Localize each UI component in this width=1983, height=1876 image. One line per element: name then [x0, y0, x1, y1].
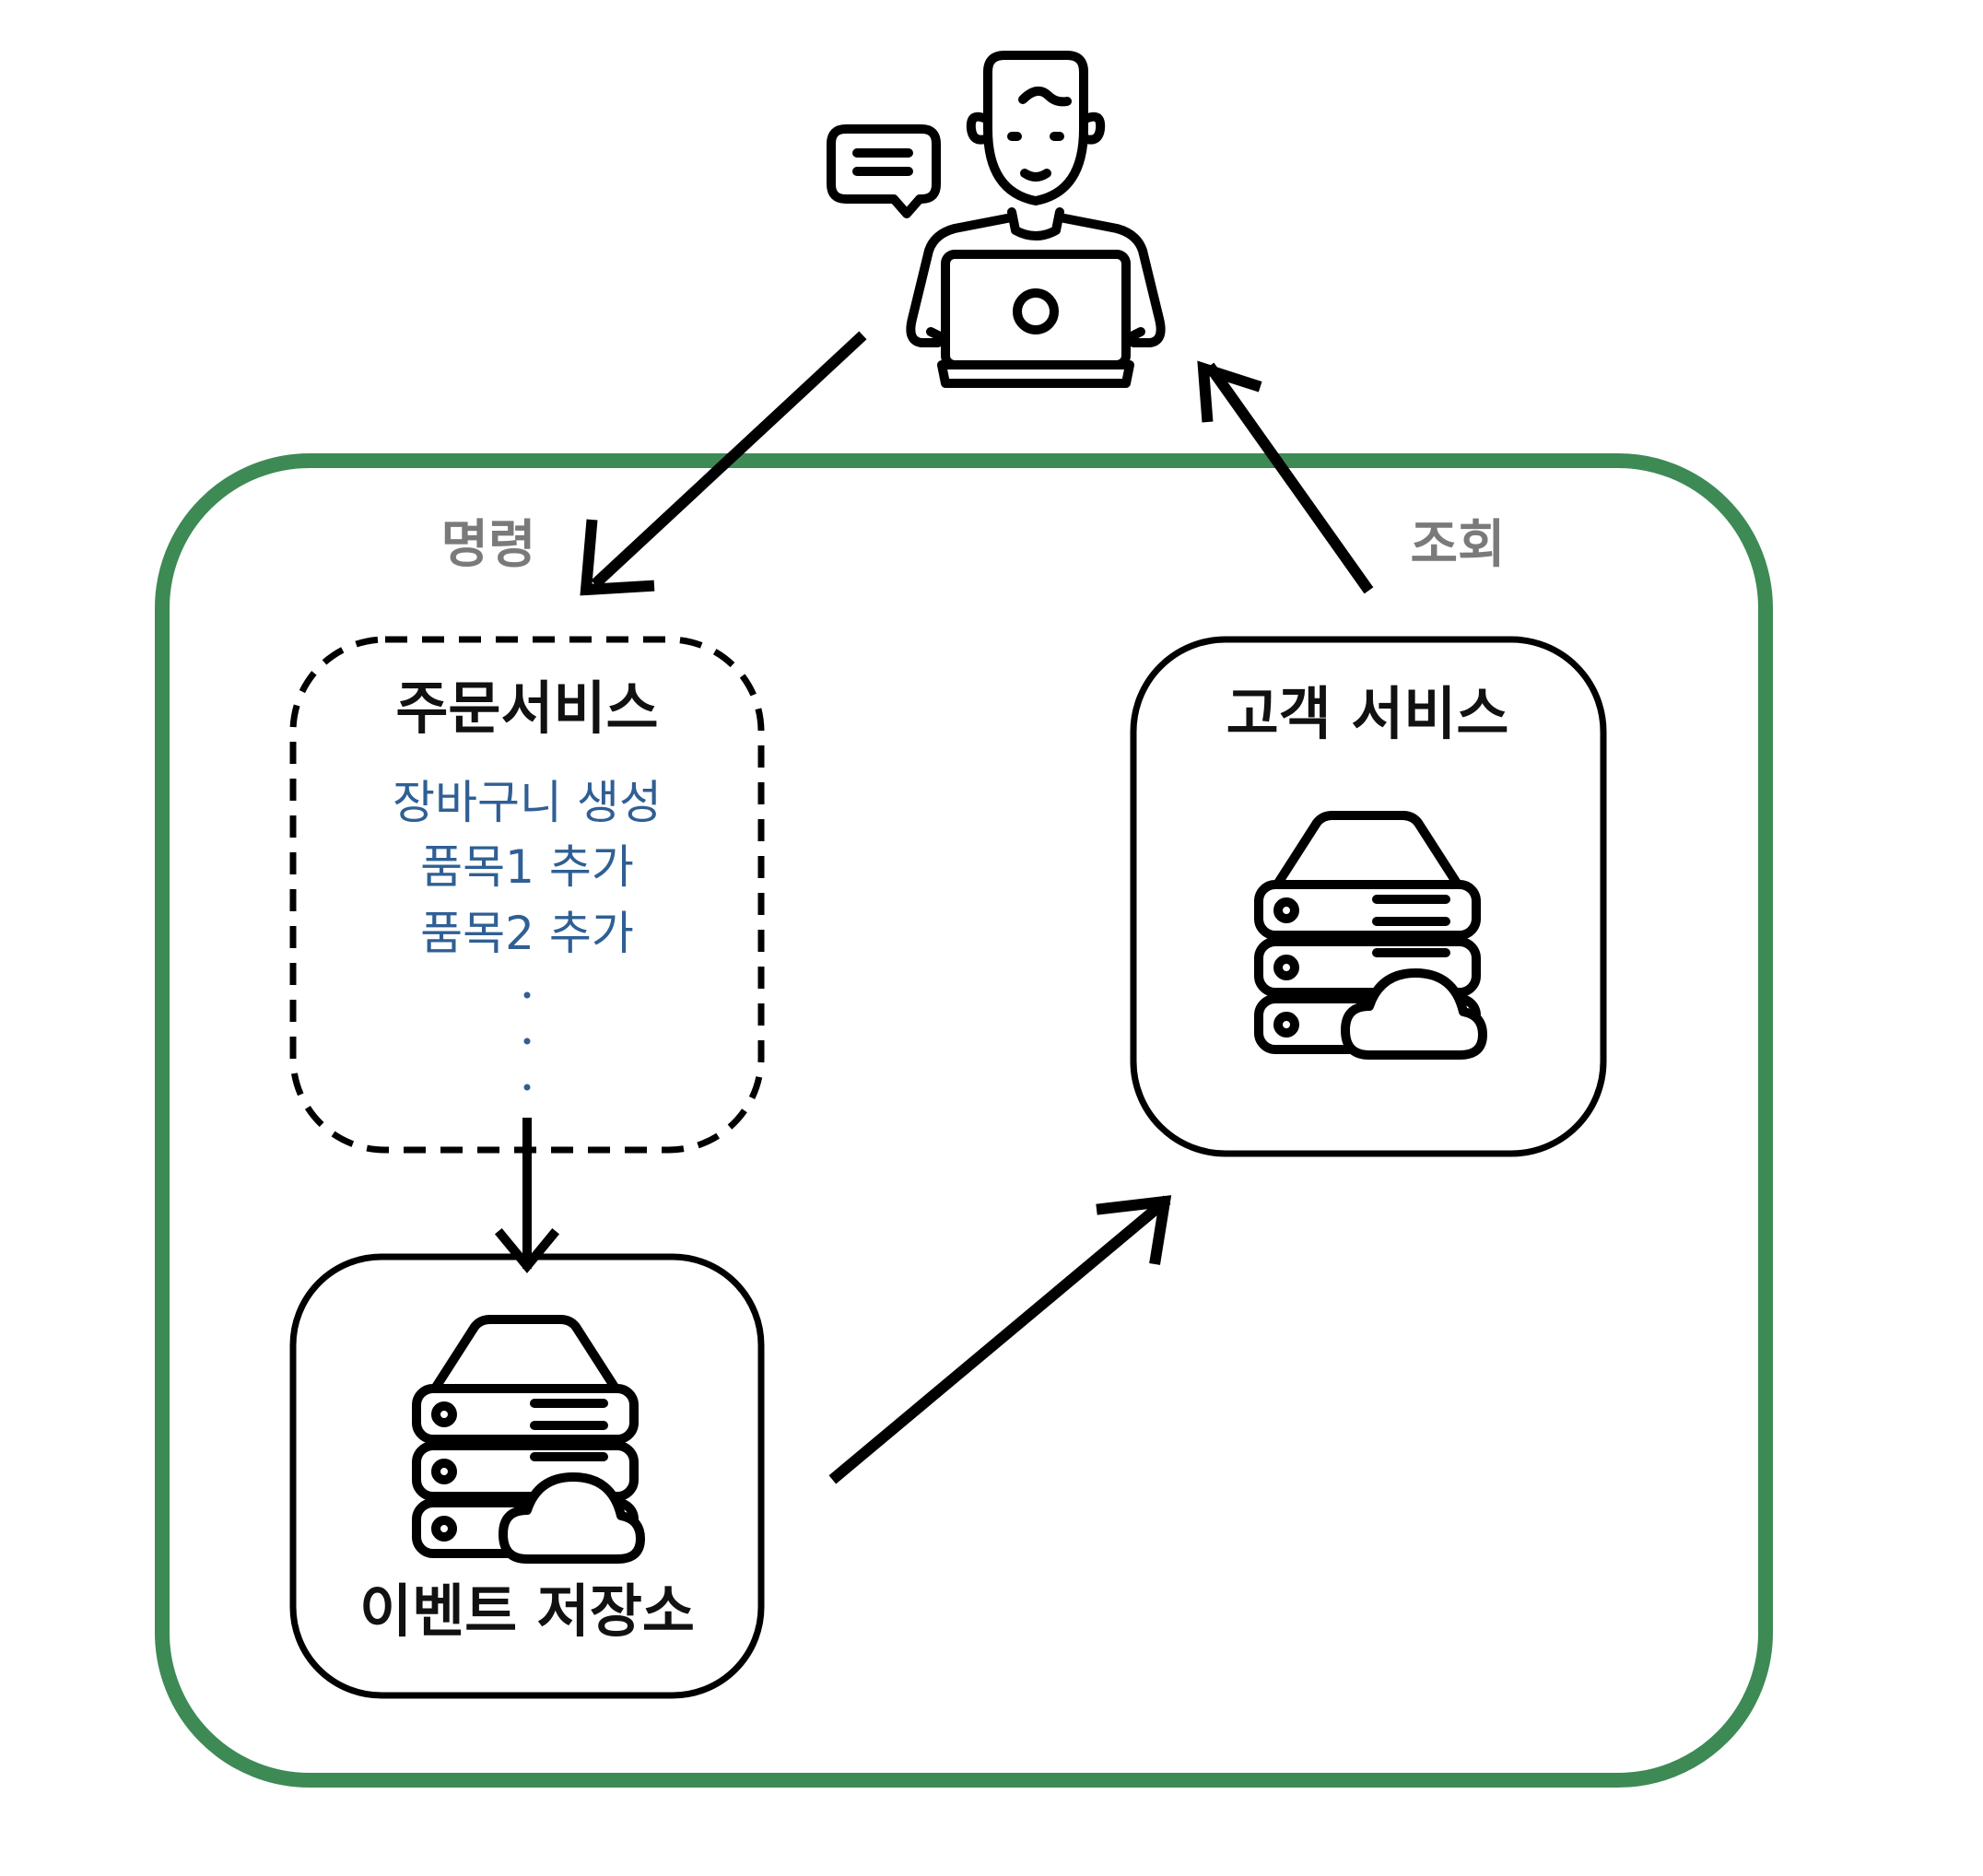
server-cloud-icon [417, 1319, 640, 1559]
customer-service-box [1130, 636, 1607, 1157]
order-service-title: 주문서비스 [395, 674, 658, 742]
command-arrow [580, 331, 867, 596]
server-cloud-icon [1259, 815, 1483, 1055]
customer-service-title: 고객 서비스 [1226, 680, 1509, 747]
order-step: 장바구니 생성 [393, 776, 662, 829]
continuation-dots [523, 991, 531, 1091]
system-boundary [155, 453, 1773, 1788]
projection-arrow [828, 1195, 1172, 1484]
event-store-title: 이벤트 저장소 [359, 1577, 695, 1645]
order-step: 품목1 추가 [420, 840, 634, 894]
user-with-laptop-icon [906, 51, 1166, 388]
query-arrow [1197, 360, 1374, 594]
command-label: 명령 [440, 515, 535, 575]
append-arrow [494, 1118, 560, 1273]
chat-bubble-icon [827, 124, 941, 218]
query-label: 조회 [1410, 515, 1505, 575]
event-store-box [289, 1253, 765, 1699]
order-step: 품목2 추가 [420, 907, 634, 960]
